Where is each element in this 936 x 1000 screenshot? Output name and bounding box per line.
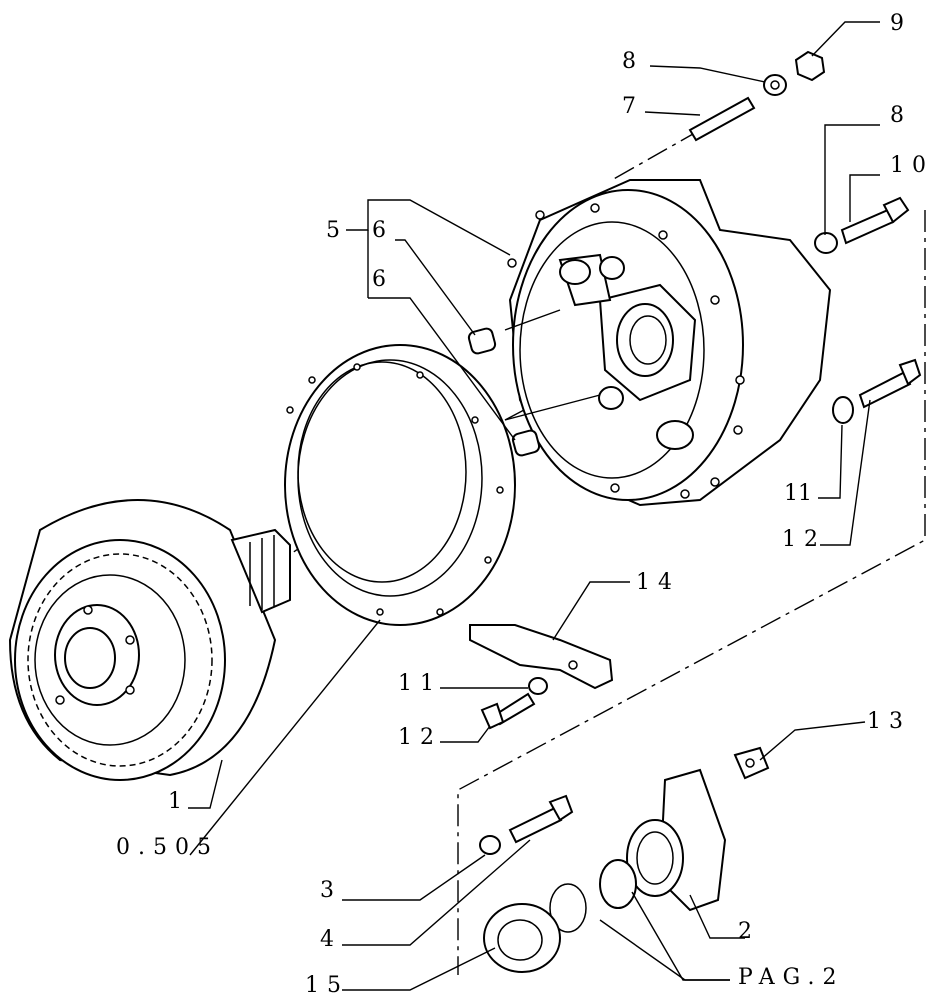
dowel-sleeve-parts [467,327,541,457]
callout-10: 10 [890,153,934,178]
leader-lines [188,21,880,991]
callout-2: 2 [738,919,760,944]
callout-8-right: 8 [890,103,912,128]
callout-9: 9 [890,11,912,36]
callout-labels: 9 8 7 8 10 5 6 6 11 12 14 11 12 13 1 0.5… [116,11,934,998]
callout-6-lower: 6 [372,267,394,292]
callout-12-right: 12 [782,527,826,552]
callout-13: 13 [867,709,911,734]
callout-4: 4 [320,927,342,952]
reference-0505: 0.505 [116,835,219,860]
callout-14: 14 [636,570,680,595]
callout-5: 5 [326,218,348,243]
callout-7: 7 [622,94,644,119]
callout-12-mid: 12 [398,725,442,750]
callout-1: 1 [168,789,190,814]
callout-8-top: 8 [622,49,644,74]
bracket-plate-part [469,624,614,730]
callout-11-mid: 11 [398,671,442,696]
callout-6-upper: 6 [372,218,394,243]
seal-ring-part [284,344,516,626]
callout-3: 3 [320,878,342,903]
stud-nut-washer-parts [688,50,922,424]
clutch-drum-part [8,499,291,781]
callout-11-right: 11 [784,481,812,506]
coupling-flange-parts [479,746,770,973]
callout-15: 15 [305,973,349,998]
pump-housing-part [504,179,832,507]
reference-pag2: PAG.2 [738,965,844,990]
